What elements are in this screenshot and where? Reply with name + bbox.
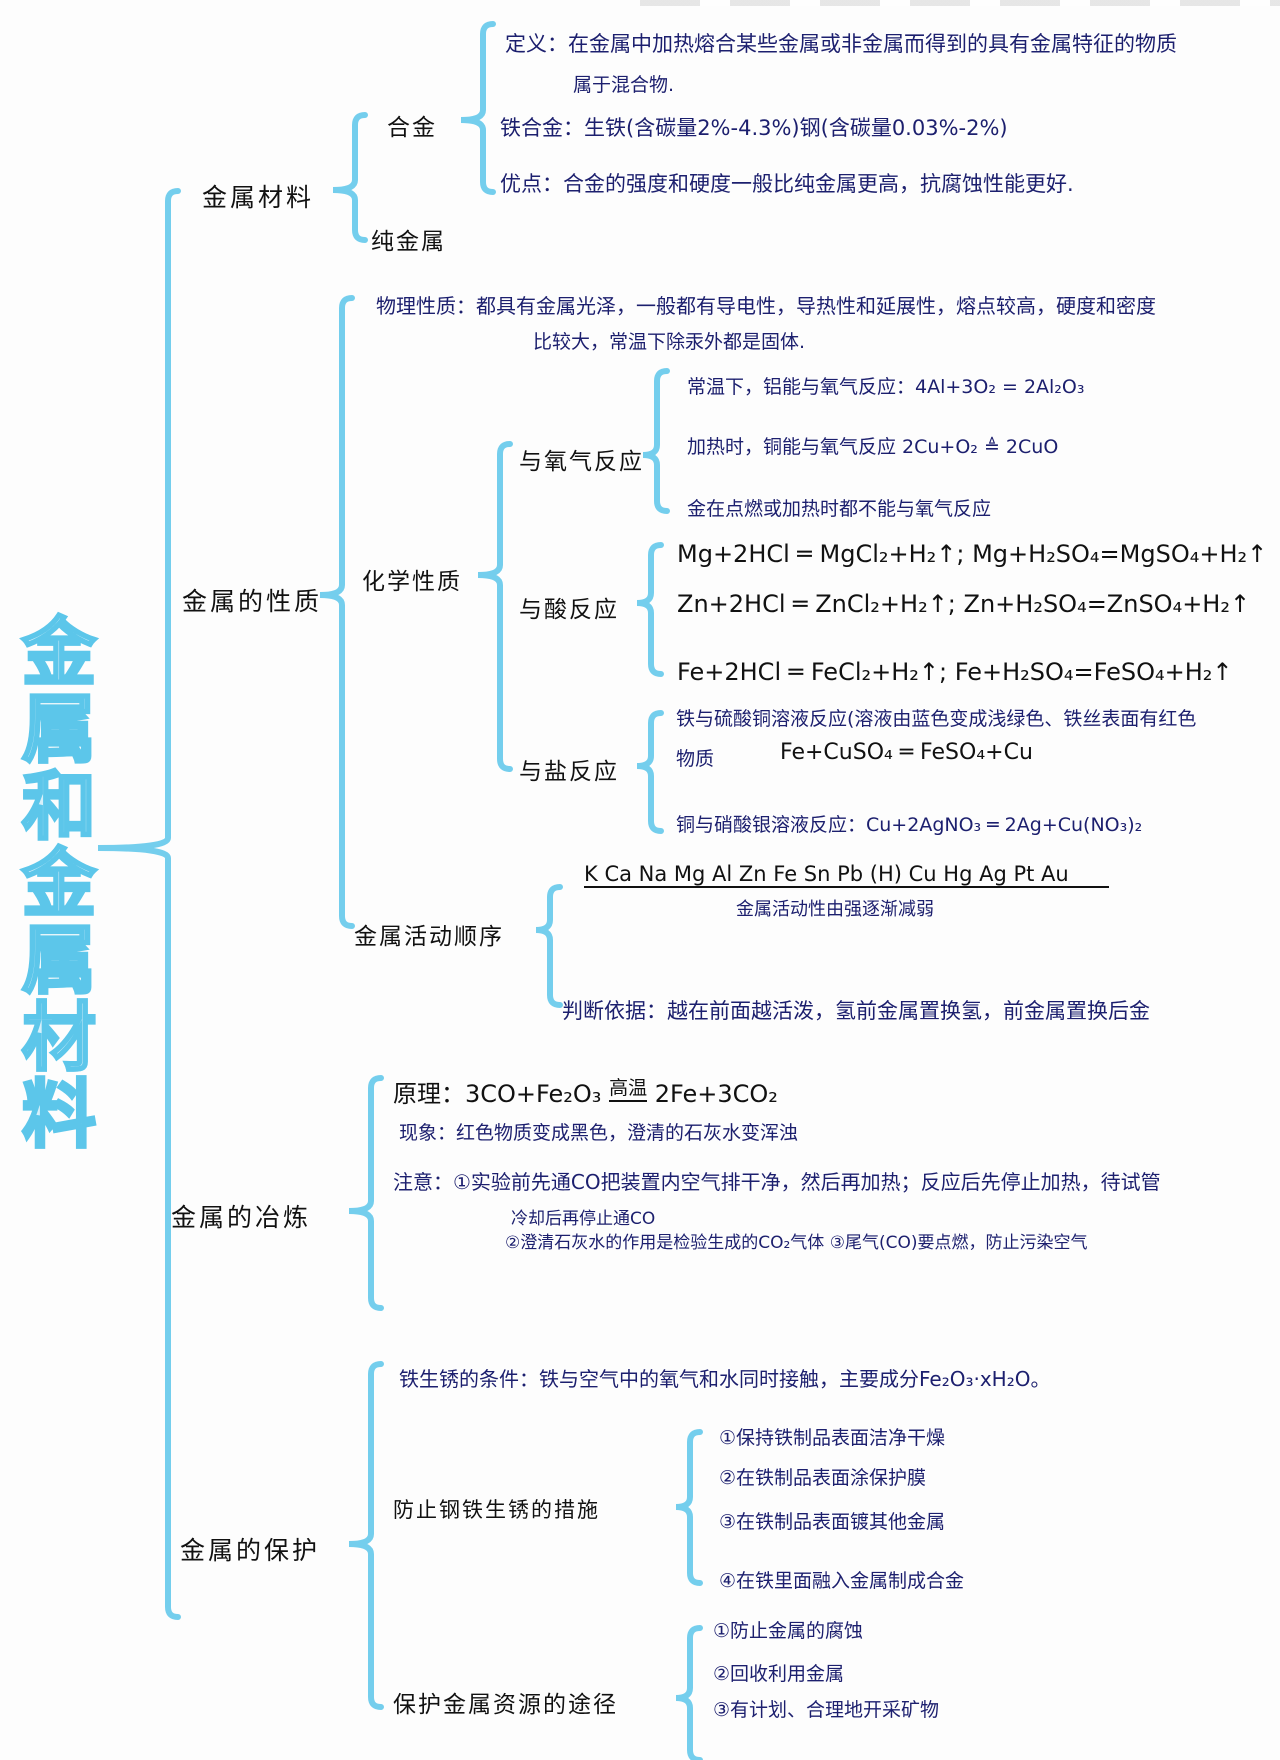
bracket-acid bbox=[636, 542, 664, 677]
principle-condition: 高温 bbox=[609, 1073, 648, 1102]
prevention-item: ④在铁里面融入金属制成合金 bbox=[719, 1570, 965, 1592]
node-metal-properties: 金属的性质 bbox=[182, 587, 323, 616]
page-edge-strip bbox=[640, 0, 1280, 6]
iron-alloy: 铁合金：生铁(含碳量2%-4.3%)钢(含碳量0.03%-2%) bbox=[500, 116, 1008, 140]
principle-reactants: 3CO+Fe₂O₃ bbox=[465, 1080, 602, 1108]
bracket-resources bbox=[675, 1625, 703, 1760]
principle-products: 2Fe+3CO₂ bbox=[654, 1080, 778, 1108]
prevention-item: ②在铁制品表面涂保护膜 bbox=[719, 1467, 927, 1489]
resource-item: ②回收利用金属 bbox=[713, 1663, 845, 1685]
bracket-alloy bbox=[460, 21, 496, 195]
oxygen-item: 常温下，铝能与氧气反应：4Al+3O₂ = 2Al₂O₃ bbox=[687, 376, 1085, 398]
node-resource-protection: 保护金属资源的途径 bbox=[393, 1692, 618, 1718]
bracket-properties bbox=[319, 295, 355, 929]
salt-item: 铁与硫酸铜溶液反应(溶液由蓝色变成浅绿色、铁丝表面有红色 bbox=[676, 708, 1197, 730]
activity-sequence: K Ca Na Mg Al Zn Fe Sn Pb (H) Cu Hg Ag P… bbox=[584, 862, 1109, 888]
resource-item: ③有计划、合理地开采矿物 bbox=[713, 1699, 940, 1721]
smelting-principle: 原理：3CO+Fe₂O₃ 高温 2Fe+3CO₂ bbox=[393, 1074, 778, 1110]
smelting-note-2: ②澄清石灰水的作用是检验生成的CO₂气体 ③尾气(CO)要点燃，防止污染空气 bbox=[505, 1233, 1088, 1253]
node-alloy: 合金 bbox=[387, 115, 437, 141]
salt-item-cont: 物质 bbox=[676, 748, 715, 770]
rust-condition: 铁生锈的条件：铁与空气中的氧气和水同时接触，主要成分Fe₂O₃·xH₂O。 bbox=[399, 1367, 1051, 1391]
node-activity-series: 金属活动顺序 bbox=[354, 924, 504, 950]
smelting-note: 注意：①实验前先通CO把装置内空气排干净，然后再加热；反应后先停止加热，待试管 bbox=[393, 1170, 1161, 1194]
bracket-materials bbox=[332, 112, 368, 243]
salt-item: 铜与硝酸银溶液反应：Cu+2AgNO₃ ═ 2Ag+Cu(NO₃)₂ bbox=[676, 814, 1143, 836]
principle-label: 原理： bbox=[393, 1080, 465, 1108]
oxygen-item: 金在点燃或加热时都不能与氧气反应 bbox=[687, 498, 992, 520]
physical-properties: 物理性质：都具有金属光泽，一般都有导电性，导热性和延展性，熔点较高，硬度和密度 bbox=[376, 294, 1156, 318]
bracket-salt bbox=[636, 710, 664, 834]
node-chemical-properties: 化学性质 bbox=[362, 569, 462, 595]
node-pure-metal: 纯金属 bbox=[371, 229, 446, 255]
bracket-protection bbox=[348, 1361, 384, 1710]
prevention-item: ①保持铁制品表面洁净干燥 bbox=[719, 1427, 946, 1449]
physical-properties-cont: 比较大，常温下除汞外都是固体. bbox=[533, 331, 806, 353]
node-protection: 金属的保护 bbox=[180, 1536, 321, 1565]
acid-item: Fe+2HCl ═ FeCl₂+H₂↑; Fe+H₂SO₄=FeSO₄+H₂↑ bbox=[677, 658, 1233, 686]
smelting-phenomenon: 现象：红色物质变成黑色，澄清的石灰水变浑浊 bbox=[399, 1122, 799, 1144]
salt-equation: Fe+CuSO₄ ═ FeSO₄+Cu bbox=[780, 740, 1033, 765]
node-oxygen-reaction: 与氧气反应 bbox=[519, 449, 644, 475]
node-metal-materials: 金属材料 bbox=[202, 183, 315, 212]
oxygen-item: 加热时，铜能与氧气反应 2Cu+O₂ ≜ 2CuO bbox=[687, 436, 1059, 458]
bracket-activity bbox=[535, 884, 563, 1008]
alloy-advantage: 优点：合金的强度和硬度一般比纯金属更高，抗腐蚀性能更好. bbox=[500, 172, 1074, 196]
node-smelting: 金属的冶炼 bbox=[171, 1203, 312, 1232]
activity-note: 金属活动性由强逐渐减弱 bbox=[736, 899, 934, 920]
activity-rule: 判断依据：越在前面越活泼，氢前金属置换氢，前金属置换后金 bbox=[562, 999, 1150, 1023]
alloy-definition: 定义：在金属中加热熔合某些金属或非金属而得到的具有金属特征的物质 bbox=[505, 32, 1177, 56]
main-title: 金属和金属材料 bbox=[21, 610, 98, 1158]
smelting-note-cont: 冷却后再停止通CO bbox=[511, 1209, 656, 1229]
resource-item: ①防止金属的腐蚀 bbox=[713, 1620, 864, 1642]
bracket-chemical bbox=[477, 441, 513, 772]
prevention-item: ③在铁制品表面镀其他金属 bbox=[719, 1511, 946, 1533]
acid-item: Mg+2HCl ═ MgCl₂+H₂↑; Mg+H₂SO₄=MgSO₄+H₂↑ bbox=[677, 540, 1268, 568]
bracket-smelting bbox=[348, 1075, 384, 1311]
bracket-prevention bbox=[675, 1429, 703, 1586]
node-rust-prevention: 防止钢铁生锈的措施 bbox=[393, 1498, 600, 1522]
alloy-definition-cont: 属于混合物. bbox=[573, 74, 675, 96]
bracket-oxygen bbox=[642, 368, 670, 514]
node-acid-reaction: 与酸反应 bbox=[519, 597, 619, 623]
acid-item: Zn+2HCl ═ ZnCl₂+H₂↑; Zn+H₂SO₄=ZnSO₄+H₂↑ bbox=[677, 590, 1251, 618]
node-salt-reaction: 与盐反应 bbox=[519, 759, 619, 785]
bracket-root bbox=[97, 188, 181, 1620]
